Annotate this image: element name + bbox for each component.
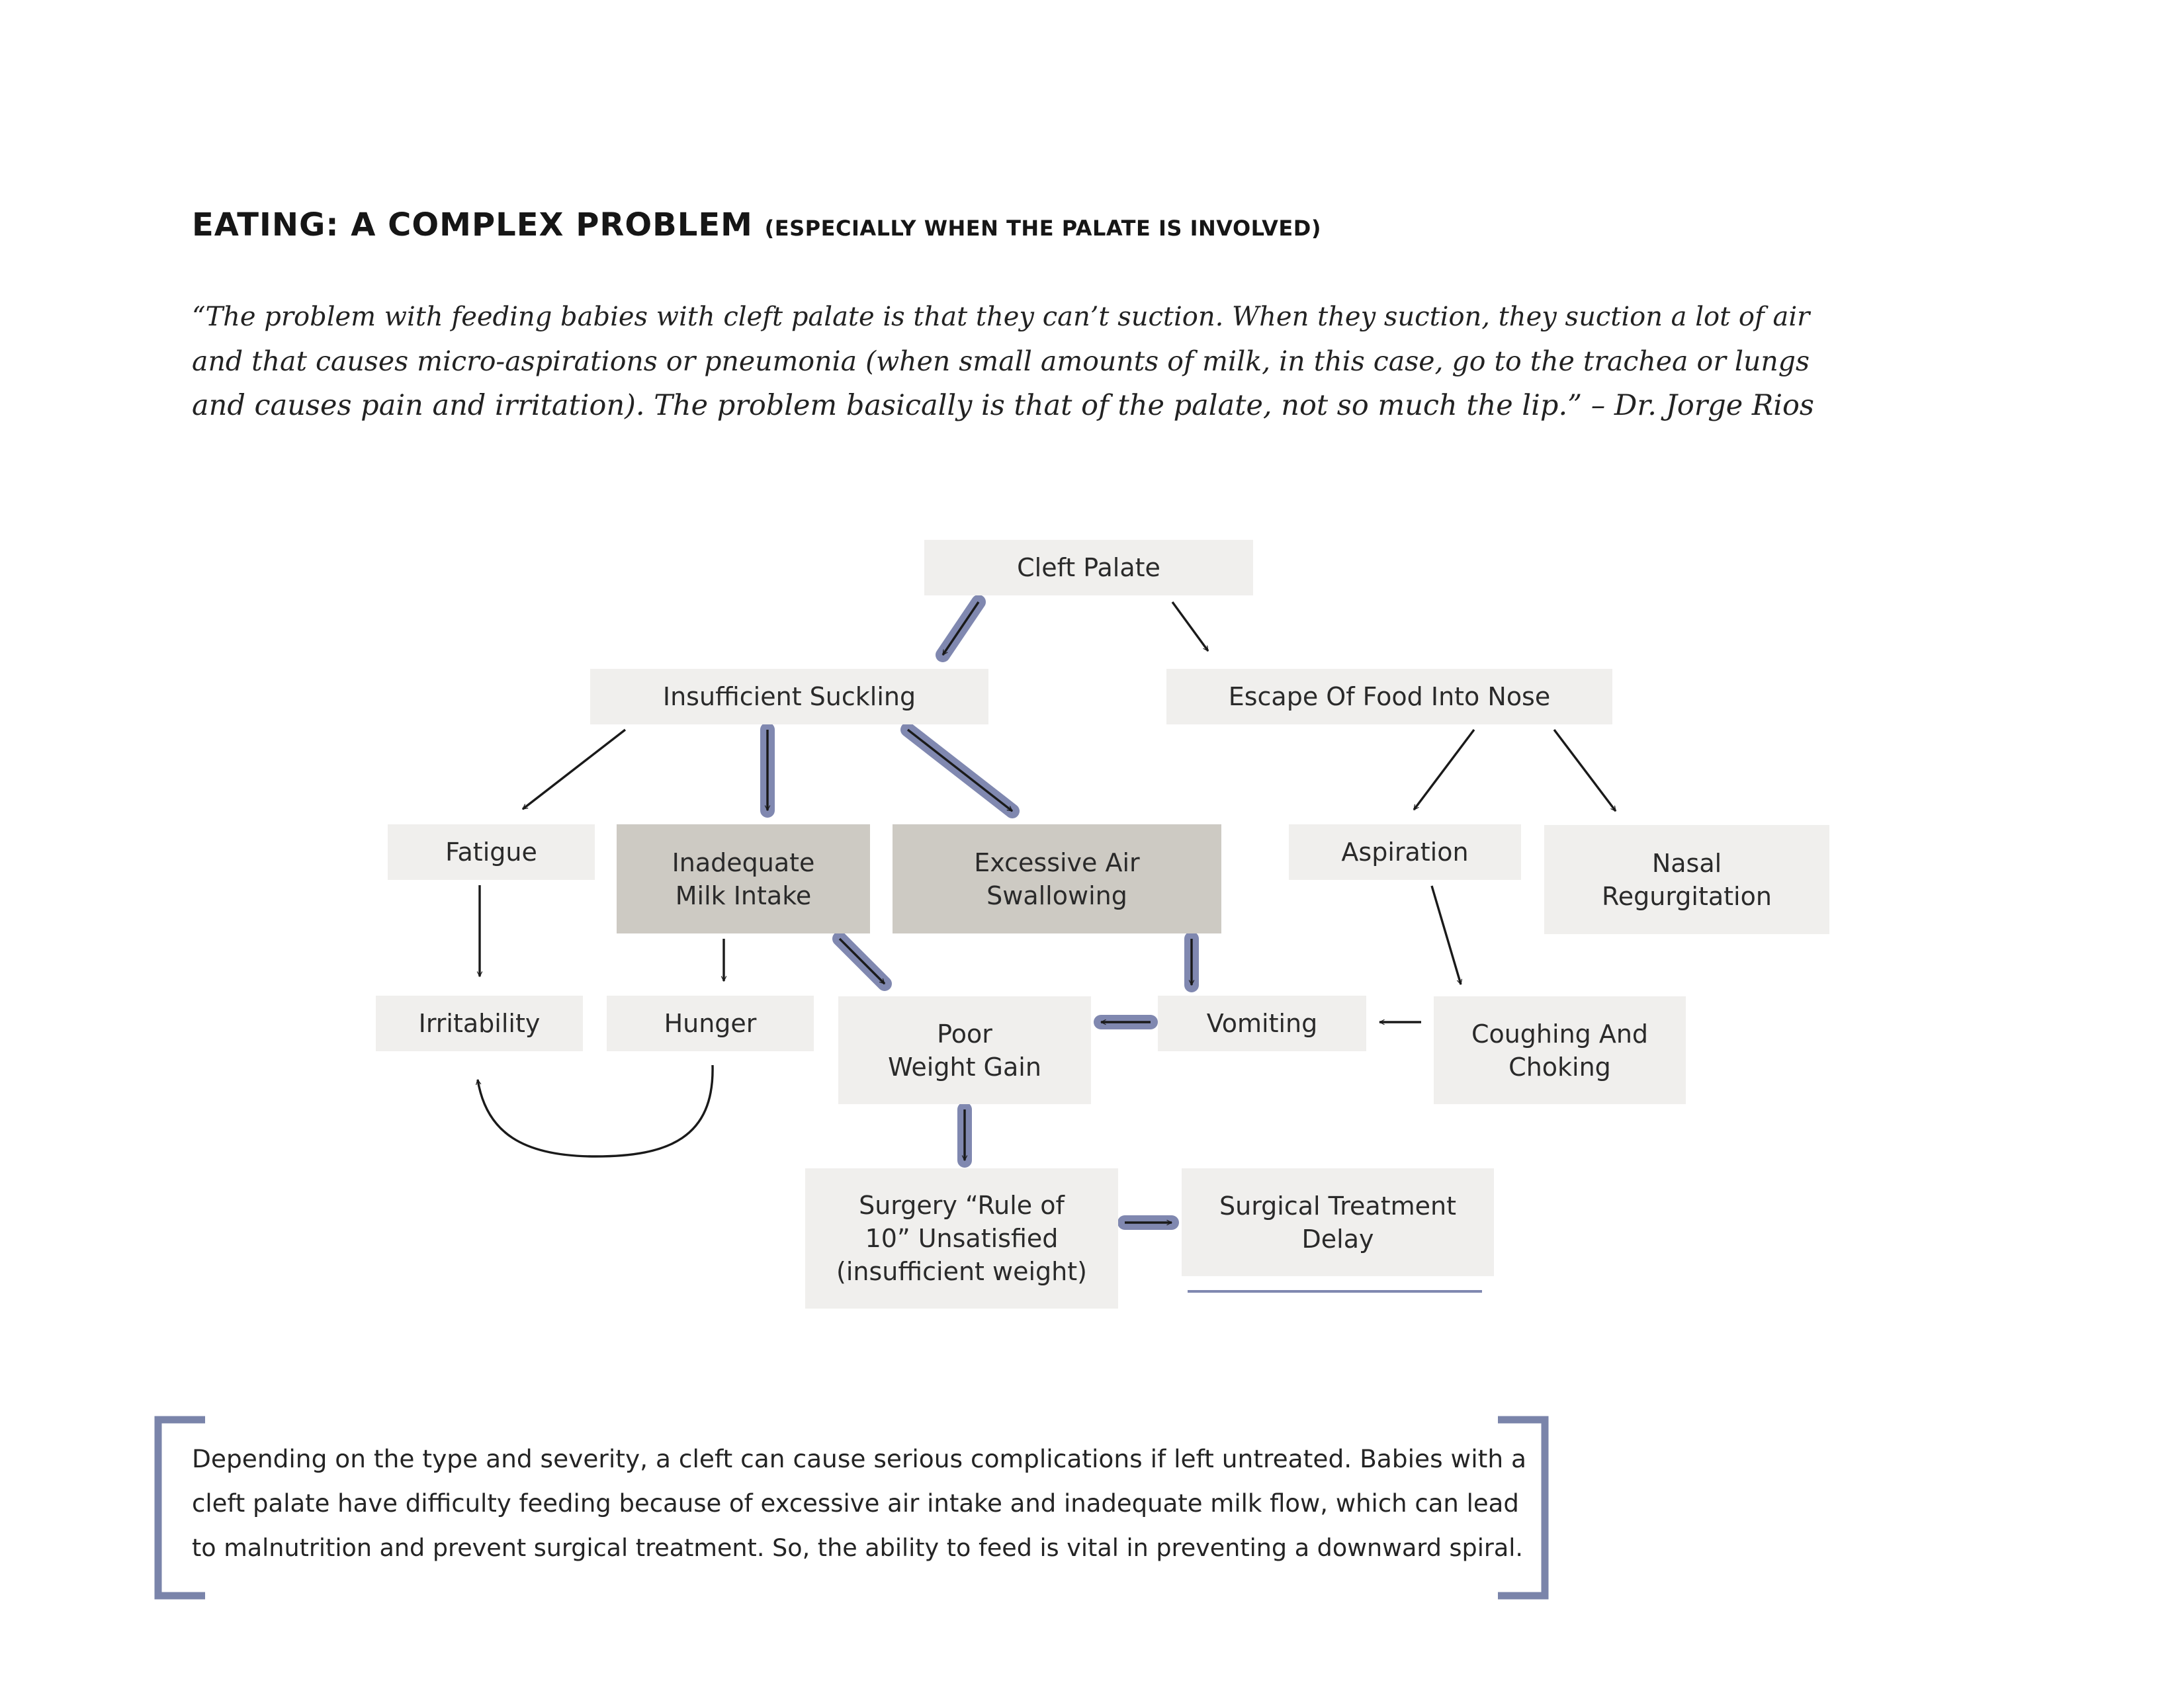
node-label: Excessive Air Swallowing <box>974 847 1140 910</box>
arrow-suckling-to-air <box>906 728 1012 812</box>
node-label: Fatigue <box>445 838 537 867</box>
title-main: EATING: A COMPLEX PROBLEM <box>192 206 753 243</box>
arrow-cleft-to-suckling <box>941 601 980 655</box>
node-escape-of-food: Escape Of Food Into Nose <box>1166 669 1612 724</box>
node-label: Insufficient Suckling <box>662 682 916 711</box>
node-vomiting: Vomiting <box>1158 996 1366 1051</box>
node-hunger: Hunger <box>607 996 814 1051</box>
node-label: Irritability <box>418 1009 541 1038</box>
node-coughing-and-choking: Coughing And Choking <box>1434 996 1686 1104</box>
quote-line: “The problem with feeding babies with cl… <box>192 302 1810 332</box>
node-irritability: Irritability <box>376 996 583 1051</box>
node-label: Surgical Treatment Delay <box>1219 1191 1456 1254</box>
node-label: Nasal Regurgitation <box>1602 848 1772 911</box>
node-label: Aspiration <box>1341 838 1469 867</box>
title-subtitle: (ESPECIALLY WHEN THE PALATE IS INVOLVED) <box>764 216 1321 241</box>
arrow-suckling-to-fatigue <box>523 728 627 810</box>
note-bracket-right <box>1498 1416 1549 1600</box>
node-cleft-palate: Cleft Palate <box>924 540 1253 595</box>
node-aspiration: Aspiration <box>1289 824 1521 880</box>
quote-line: and causes pain and irritation). The pro… <box>192 389 1814 422</box>
node-fatigue: Fatigue <box>388 824 595 880</box>
node-surgical-treatment-delay: Surgical Treatment Delay <box>1182 1168 1494 1276</box>
note-line: cleft palate have difficulty feeding bec… <box>192 1489 1519 1518</box>
node-surgery-rule-of-10: Surgery “Rule of 10” Unsatisfied (insuff… <box>805 1168 1118 1309</box>
node-excessive-air-swallowing: Excessive Air Swallowing <box>893 824 1221 933</box>
node-insufficient-suckling: Insufficient Suckling <box>590 669 988 724</box>
node-poor-weight-gain: Poor Weight Gain <box>838 996 1091 1104</box>
note-bracket-left <box>154 1416 205 1600</box>
arrow-cleft-to-escape <box>1171 601 1209 651</box>
node-label: Coughing And Choking <box>1471 1019 1649 1082</box>
node-label: Poor Weight Gain <box>888 1019 1041 1082</box>
page-title: EATING: A COMPLEX PROBLEM (ESPECIALLY WH… <box>192 206 1321 243</box>
summary-note: Depending on the type and severity, a cl… <box>192 1437 1528 1570</box>
doctor-quote: “The problem with feeding babies with cl… <box>192 295 1819 428</box>
diagram-arrows <box>478 601 1617 1223</box>
node-label: Surgery “Rule of 10” Unsatisfied (insuff… <box>836 1191 1087 1286</box>
node-nasal-regurgitation: Nasal Regurgitation <box>1544 825 1829 934</box>
note-line: Depending on the type and severity, a cl… <box>192 1444 1526 1473</box>
note-line: to malnutrition and prevent surgical tre… <box>192 1534 1523 1562</box>
node-label: Escape Of Food Into Nose <box>1228 682 1551 711</box>
node-label: Inadequate Milk Intake <box>672 847 815 910</box>
arrow-milk-to-weight <box>838 937 886 985</box>
quote-line: and that causes micro-aspirations or pne… <box>192 345 1810 377</box>
arrow-hunger-to-irritability <box>478 1064 714 1158</box>
arrow-aspiration-to-coughing <box>1430 885 1461 984</box>
node-label: Hunger <box>664 1009 757 1038</box>
arrow-escape-to-nasal <box>1553 728 1617 811</box>
node-label: Cleft Palate <box>1017 553 1160 582</box>
arrow-escape-to-aspiration <box>1413 728 1475 810</box>
node-inadequate-milk-intake: Inadequate Milk Intake <box>617 824 870 933</box>
node-label: Vomiting <box>1206 1009 1318 1038</box>
